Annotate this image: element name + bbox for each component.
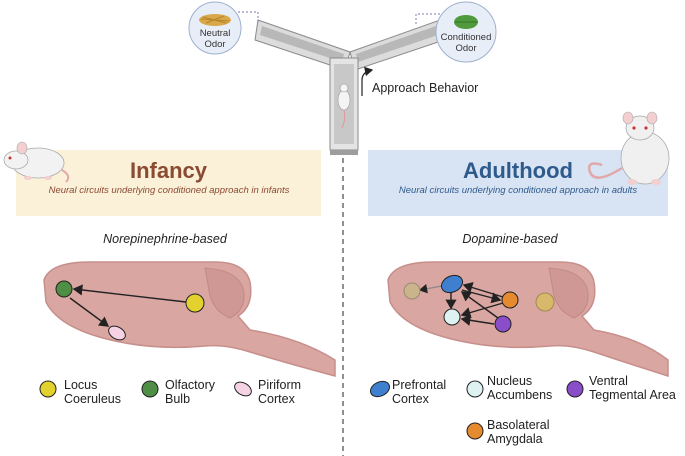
adulthood-basis-label: Dopamine-based — [462, 232, 558, 246]
conditioned-odor-label: Conditioned Odor — [440, 32, 492, 54]
legend-prefrontal-cortex-label: Prefrontal Cortex — [392, 378, 447, 406]
adulthood-subtitle: Neural circuits underlying conditioned a… — [398, 185, 638, 196]
neutral-odor-label: Neutral Odor — [199, 28, 231, 50]
infant-rat-icon — [3, 141, 70, 183]
infancy-subtitle: Neural circuits underlying conditioned a… — [48, 185, 290, 196]
adult-brain — [387, 261, 669, 378]
leaf-icon — [454, 15, 478, 29]
legend-vta-swatch — [566, 380, 584, 398]
adult-vta-node — [494, 315, 512, 333]
legend-nucleus-accumbens-label: Nucleus Accumbens — [487, 374, 553, 402]
adult-olfactory-bulb-node — [403, 282, 421, 300]
infancy-title-box — [16, 150, 321, 216]
adult-locus-coeruleus-node — [535, 292, 555, 312]
legend-basolateral-amygdala-label: Basolateral Amygdala — [487, 418, 550, 446]
infant-locus-coeruleus-node — [185, 293, 205, 313]
legend-basolateral-amygdala-swatch — [466, 422, 484, 440]
legend-locus-coeruleus-label: Locus Coeruleus — [64, 378, 121, 406]
vta-to-nac-arrow — [460, 314, 495, 326]
bedding-icon — [199, 14, 231, 26]
conditioned-odor-bubble — [415, 1, 497, 63]
legend-prefrontal-cortex-swatch — [369, 380, 391, 398]
legend-locus-coeruleus-swatch — [39, 380, 57, 398]
infant-piriform-cortex-node — [108, 325, 126, 341]
maze-mouse-icon — [337, 83, 351, 129]
pfc-to-olf-arrow — [418, 283, 443, 294]
ob-to-pc-arrow — [69, 297, 110, 327]
legend-piriform-cortex-swatch — [234, 381, 252, 397]
adult-nucleus-accumbens-node — [443, 308, 461, 326]
infancy-basis-label: Norepinephrine-based — [103, 232, 227, 246]
legend-olfactory-bulb-swatch — [141, 380, 159, 398]
infant-brain — [43, 261, 336, 377]
vta-to-pfc-arrow — [460, 291, 499, 319]
bla-to-nac-arrow — [460, 302, 504, 319]
y-maze — [254, 19, 445, 155]
lc-to-ob-arrow — [72, 284, 187, 303]
adult-rat-icon — [588, 111, 670, 185]
adult-basolateral-amygdala-node — [501, 291, 519, 309]
legend-piriform-cortex-label: Piriform Cortex — [258, 378, 302, 406]
adult-prefrontal-cortex-node — [440, 274, 464, 294]
legend-nucleus-accumbens-swatch — [466, 380, 484, 398]
adulthood-title-box — [368, 150, 668, 216]
infancy-title: Infancy — [129, 158, 208, 183]
neutral-odor-bubble — [188, 1, 259, 55]
legend-vta-label: Ventral Tegmental Area — [589, 374, 676, 402]
legend-olfactory-bulb-label: Olfactory Bulb — [165, 378, 216, 406]
adulthood-title: Adulthood — [463, 158, 573, 183]
approach-behavior-label: Approach Behavior — [372, 81, 479, 95]
infant-olfactory-bulb-node — [55, 280, 73, 298]
